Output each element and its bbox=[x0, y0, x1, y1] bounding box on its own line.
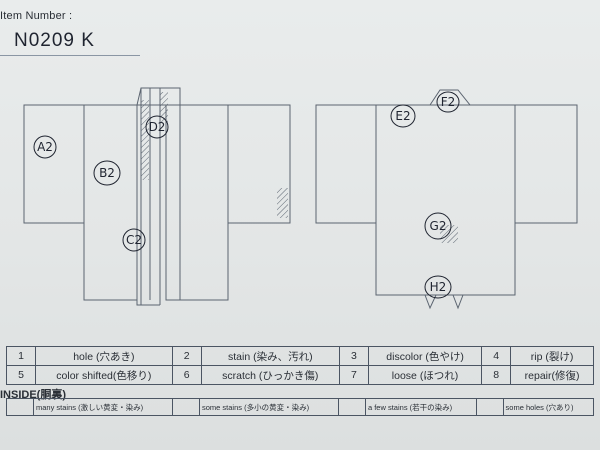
legend-label: loose (ほつれ) bbox=[367, 365, 483, 385]
front-collar-left-edge bbox=[136, 88, 142, 306]
inside-item: many stains (激しい黄変・染み) bbox=[33, 398, 173, 416]
mark-e2: E2 bbox=[395, 109, 410, 123]
legend-num: 7 bbox=[338, 365, 369, 385]
inside-item: a few stains (若干の染み) bbox=[364, 398, 477, 416]
front-right-sleeve bbox=[227, 104, 291, 224]
inside-item: some holes (穴あり) bbox=[502, 398, 595, 416]
mark-e2-circle bbox=[390, 104, 416, 128]
mark-d2: D2 bbox=[149, 120, 166, 134]
mark-b2: B2 bbox=[99, 166, 115, 180]
legend-label: rip (裂け) bbox=[510, 346, 594, 366]
legend-num: 6 bbox=[171, 365, 202, 385]
front-right-body bbox=[165, 104, 229, 301]
mark-a2-circle bbox=[33, 135, 57, 159]
header-underline bbox=[0, 55, 140, 56]
kimono-diagram: A2 B2 C2 D2 E2 F2 G2 H2 bbox=[23, 87, 578, 310]
item-number-label: Item Number : bbox=[0, 10, 73, 22]
mark-d2-circle bbox=[145, 115, 169, 139]
legend-label: hole (穴あき) bbox=[35, 346, 173, 366]
mark-f2-circle bbox=[436, 91, 460, 113]
mark-g2: G2 bbox=[430, 219, 447, 233]
back-hem-fold-right bbox=[452, 294, 464, 310]
front-collar-hatch-top bbox=[160, 92, 168, 122]
inside-swatch bbox=[337, 398, 366, 416]
inside-legend: many stains (激しい黄変・染み) some stains (多小の黄… bbox=[6, 398, 595, 416]
back-body-hatch bbox=[440, 225, 458, 243]
inside-swatch bbox=[6, 398, 34, 416]
legend-num: 3 bbox=[338, 346, 369, 366]
legend-num: 5 bbox=[6, 365, 36, 385]
damage-legend: 1 hole (穴あき) 2 stain (染み、汚れ) 3 discolor … bbox=[6, 346, 594, 385]
inside-swatch bbox=[475, 398, 504, 416]
back-right-sleeve bbox=[514, 104, 578, 224]
back-body bbox=[375, 104, 516, 296]
legend-num: 4 bbox=[481, 346, 512, 366]
back-hem-fold-left bbox=[424, 294, 437, 310]
front-collar-hatch bbox=[141, 100, 149, 180]
legend-num: 8 bbox=[481, 365, 512, 385]
mark-c2: C2 bbox=[126, 233, 142, 247]
legend-label: color shifted(色移り) bbox=[35, 365, 173, 385]
back-view bbox=[315, 89, 578, 310]
mark-f2: F2 bbox=[441, 95, 456, 109]
front-sleeve-hatch bbox=[277, 188, 288, 218]
back-left-sleeve bbox=[315, 104, 377, 224]
mark-g2-circle bbox=[424, 212, 452, 240]
legend-num: 1 bbox=[6, 346, 36, 366]
front-left-sleeve bbox=[23, 104, 85, 224]
legend-label: scratch (ひっかき傷) bbox=[200, 365, 340, 385]
legend-label: stain (染み、汚れ) bbox=[200, 346, 340, 366]
inside-item: some stains (多小の黄変・染み) bbox=[198, 398, 339, 416]
legend-label: discolor (色やけ) bbox=[367, 346, 483, 366]
back-collar bbox=[429, 89, 472, 106]
mark-h2-circle bbox=[424, 275, 452, 299]
legend-num: 2 bbox=[171, 346, 202, 366]
mark-h2: H2 bbox=[430, 280, 447, 294]
mark-b2-circle bbox=[93, 160, 121, 186]
legend-label: repair(修復) bbox=[510, 365, 594, 385]
inside-swatch bbox=[171, 398, 200, 416]
mark-c2-circle bbox=[122, 228, 146, 252]
front-left-body bbox=[83, 104, 138, 301]
mark-a2: A2 bbox=[37, 140, 53, 154]
item-number-value: N0209 K bbox=[14, 30, 95, 51]
